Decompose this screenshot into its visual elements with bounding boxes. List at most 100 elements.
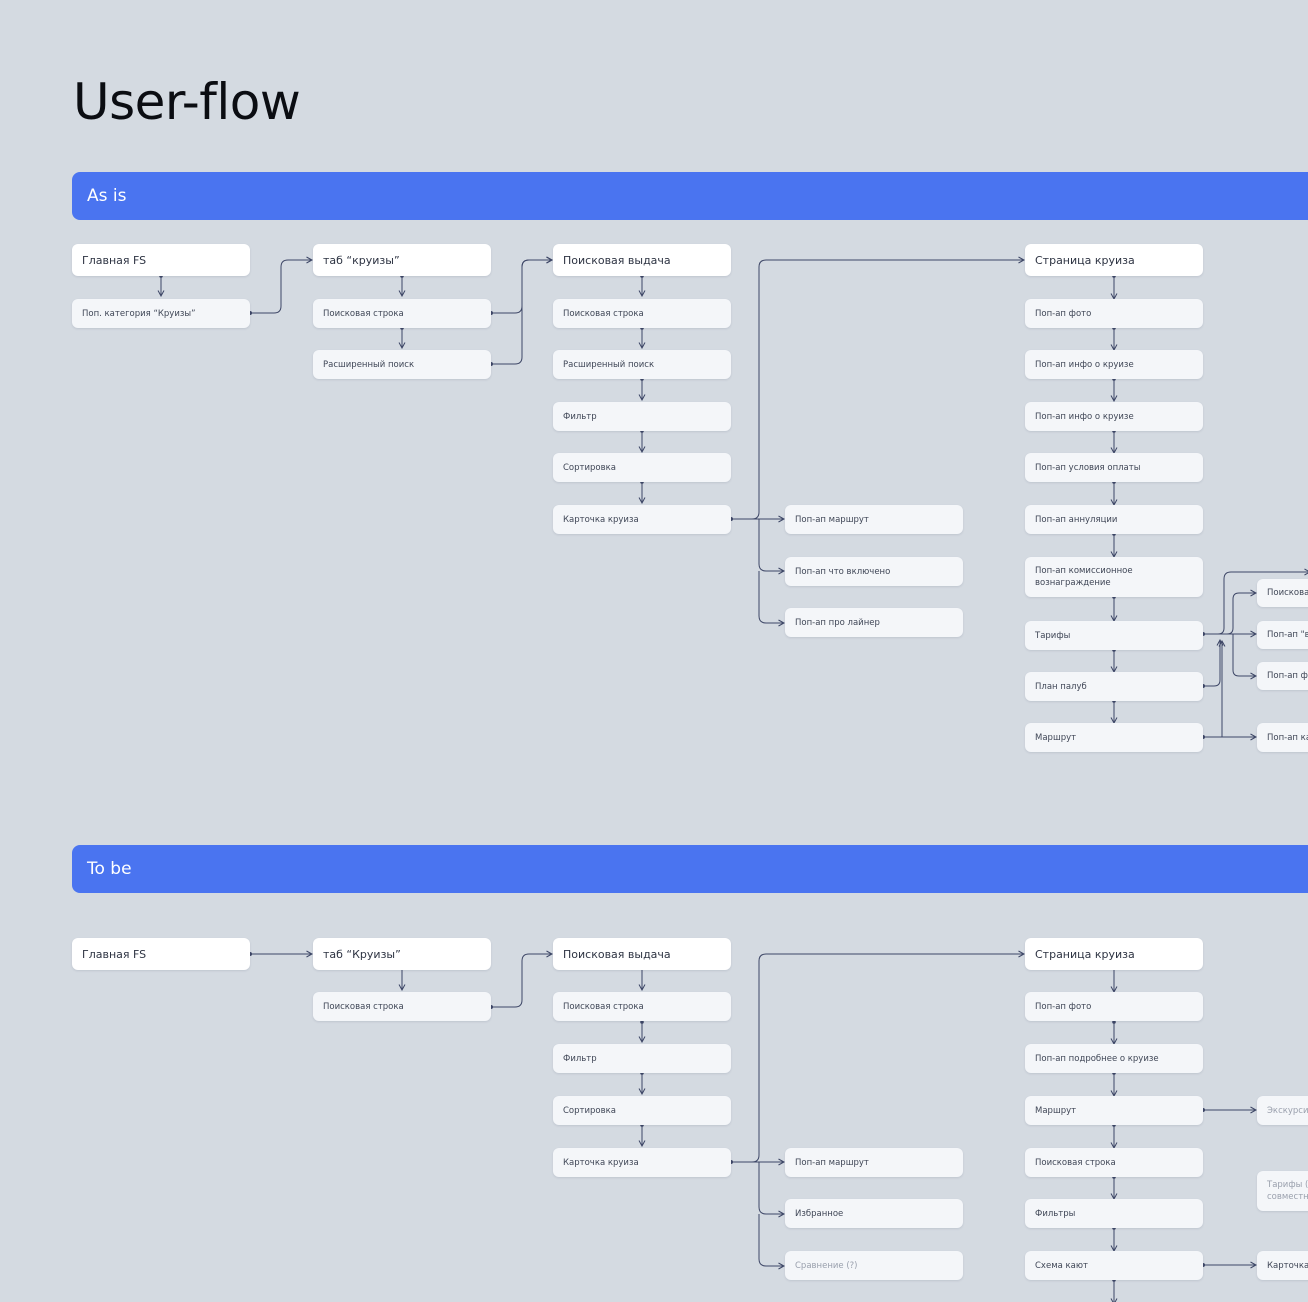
- node-label: Поп. категория “Круизы”: [82, 308, 196, 319]
- node-label: Поисковая: [1267, 588, 1308, 598]
- node-label: Поп-ап про лайнер: [795, 617, 880, 628]
- node-main-fs[interactable]: Главная FS: [72, 244, 250, 276]
- connector: [491, 260, 552, 365]
- node-label: Поп-ап маршрут: [795, 514, 869, 525]
- node-popular-category[interactable]: Поп. категория “Круизы”: [72, 299, 250, 328]
- node-edge-tariffs[interactable]: Тарифы (? совместн: [1257, 1171, 1308, 1211]
- connector: [1232, 634, 1256, 676]
- node-label: Поп-ап аннуляции: [1035, 514, 1118, 525]
- node-edge-popup-1[interactable]: Поп-ап "ві: [1257, 621, 1308, 649]
- node-search-bar[interactable]: Поисковая строка: [313, 299, 491, 328]
- node-advanced-search[interactable]: Расширенный поиск: [313, 350, 491, 379]
- node-cruise-page[interactable]: Страница круиза: [1025, 938, 1203, 970]
- node-sorting[interactable]: Сортировка: [553, 453, 731, 482]
- node-label: Карточка круиза: [563, 514, 639, 525]
- node-label: Сортировка: [563, 462, 616, 473]
- node-tab-cruises[interactable]: таб “круизы”: [313, 244, 491, 276]
- node-filter[interactable]: Фильтр: [553, 402, 731, 431]
- node-search-results[interactable]: Поисковая выдача: [553, 244, 731, 276]
- connector: [731, 260, 1024, 520]
- node-favorites[interactable]: Избранное: [785, 1199, 963, 1228]
- node-cruise-page[interactable]: Страница круиза: [1025, 244, 1203, 276]
- node-label: Поисковая выдача: [563, 253, 671, 267]
- node-label: Маршрут: [1035, 1105, 1077, 1116]
- node-label: Страница круиза: [1035, 253, 1135, 267]
- node-popup-cruise-details[interactable]: Поп-ап подробнее о круизе: [1025, 1044, 1203, 1073]
- node-label: Поп-ап фото: [1035, 1001, 1092, 1012]
- node-label: Главная FS: [82, 947, 147, 961]
- node-popup-route[interactable]: Поп-ап маршрут: [785, 505, 963, 534]
- node-filters[interactable]: Фильтры: [1025, 1199, 1203, 1228]
- connector: [1203, 640, 1220, 687]
- connector: [758, 1214, 784, 1266]
- node-label: Поисковая выдача: [563, 947, 671, 961]
- node-popup-photo[interactable]: Поп-ап фото: [1025, 992, 1203, 1021]
- node-popup-liner[interactable]: Поп-ап про лайнер: [785, 608, 963, 637]
- node-label: Сортировка: [563, 1105, 616, 1116]
- node-popup-cruise-info-2[interactable]: Поп-ап инфо о круизе: [1025, 402, 1203, 431]
- node-tab-cruises[interactable]: таб “Круизы”: [313, 938, 491, 970]
- connector: [731, 954, 1024, 1163]
- node-edge-search[interactable]: Поисковая: [1257, 579, 1308, 607]
- node-label: Избранное: [795, 1208, 844, 1219]
- node-sorting[interactable]: Сортировка: [553, 1096, 731, 1125]
- node-search-bar[interactable]: Поисковая строка: [313, 992, 491, 1021]
- page-title: User-flow: [73, 73, 301, 131]
- node-popup-cancellation[interactable]: Поп-ап аннуляции: [1025, 505, 1203, 534]
- node-cabin-scheme[interactable]: Схема кают: [1025, 1251, 1203, 1280]
- node-label: Поисковая строка: [563, 308, 644, 319]
- node-label: Фильтр: [563, 1053, 597, 1064]
- connector: [758, 571, 784, 623]
- node-popup-route[interactable]: Поп-ап маршрут: [785, 1148, 963, 1177]
- node-cruise-search-bar[interactable]: Поисковая строка: [1025, 1148, 1203, 1177]
- node-popup-photo[interactable]: Поп-ап фото: [1025, 299, 1203, 328]
- node-label: Фильтры: [1035, 1208, 1076, 1219]
- node-label: Поп-ап подробнее о круизе: [1035, 1053, 1159, 1064]
- node-label: Поисковая строка: [1035, 1157, 1116, 1168]
- node-label: Поп-ап инфо о круизе: [1035, 411, 1134, 422]
- node-results-advanced-search[interactable]: Расширенный поиск: [553, 350, 731, 379]
- node-cruise-card[interactable]: Карточка круиза: [553, 1148, 731, 1177]
- node-popup-cruise-info[interactable]: Поп-ап инфо о круизе: [1025, 350, 1203, 379]
- node-main-fs[interactable]: Главная FS: [72, 938, 250, 970]
- node-label: Поп-ап маршрут: [795, 1157, 869, 1168]
- node-label: таб “Круизы”: [323, 947, 401, 961]
- node-edge-popup-2[interactable]: Поп-ап фо: [1257, 662, 1308, 690]
- node-tariffs[interactable]: Тарифы: [1025, 621, 1203, 650]
- node-label: Поп-ап "ві: [1267, 630, 1308, 640]
- node-label: Поисковая строка: [563, 1001, 644, 1012]
- connector: [491, 954, 552, 1008]
- node-label: Тарифы (? совместн: [1267, 1180, 1308, 1202]
- node-results-search-bar[interactable]: Поисковая строка: [553, 299, 731, 328]
- node-label: Поп-ап ка: [1267, 732, 1308, 743]
- node-compare[interactable]: Сравнение (?): [785, 1251, 963, 1280]
- node-filter[interactable]: Фильтр: [553, 1044, 731, 1073]
- node-label: Схема кают: [1035, 1260, 1088, 1271]
- node-label: Поп-ап инфо о круизе: [1035, 359, 1134, 370]
- node-route[interactable]: Маршрут: [1025, 1096, 1203, 1125]
- node-popup-commission[interactable]: Поп-ап комиссионное вознаграждение: [1025, 557, 1203, 597]
- node-label: Карточка: [1267, 1260, 1308, 1271]
- node-edge-popup-3[interactable]: Поп-ап ка: [1257, 723, 1308, 752]
- node-label: Расширенный поиск: [323, 359, 415, 370]
- node-label: Сравнение (?): [795, 1260, 858, 1271]
- node-popup-included[interactable]: Поп-ап что включено: [785, 557, 963, 586]
- node-route[interactable]: Маршрут: [1025, 723, 1203, 752]
- as-is-section-header: As is: [72, 172, 1308, 220]
- node-results-search-bar[interactable]: Поисковая строка: [553, 992, 731, 1021]
- node-label: Фильтр: [563, 411, 597, 422]
- node-deck-plan[interactable]: План палуб: [1025, 672, 1203, 701]
- node-edge-excursions[interactable]: Экскурсии: [1257, 1096, 1308, 1125]
- node-label: Главная FS: [82, 253, 147, 267]
- node-label: Поисковая строка: [323, 308, 404, 319]
- node-cruise-card[interactable]: Карточка круиза: [553, 505, 731, 534]
- node-label: Расширенный поиск: [563, 359, 655, 370]
- connector: [1203, 593, 1256, 635]
- to-be-label: To be: [87, 859, 132, 879]
- node-label: Поп-ап что включено: [795, 566, 891, 577]
- node-search-results[interactable]: Поисковая выдача: [553, 938, 731, 970]
- node-edge-card[interactable]: Карточка: [1257, 1251, 1308, 1280]
- node-label: Поисковая строка: [323, 1001, 404, 1012]
- node-popup-payment-terms[interactable]: Поп-ап условия оплаты: [1025, 453, 1203, 482]
